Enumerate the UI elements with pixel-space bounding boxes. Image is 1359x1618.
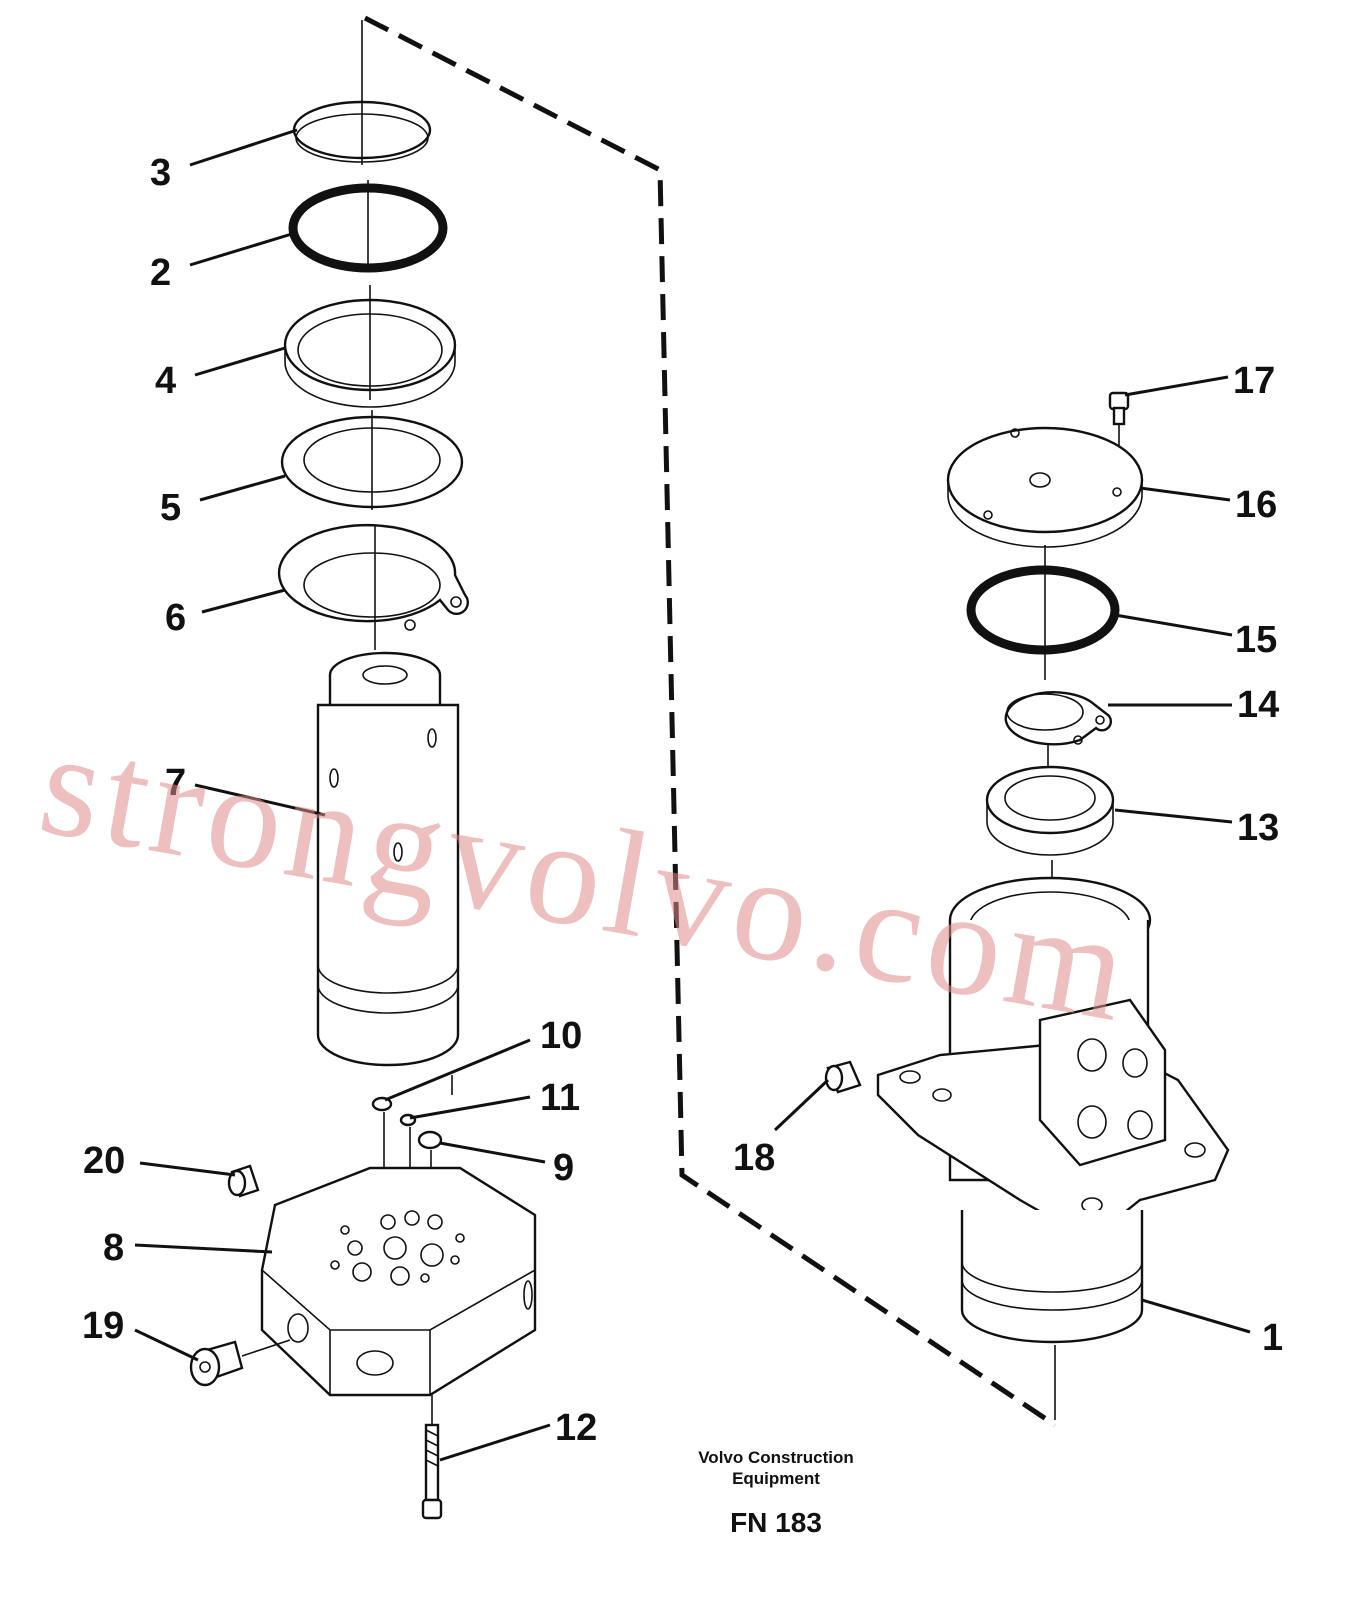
- callout-10: 10: [540, 1015, 582, 1057]
- callout-2: 2: [150, 252, 171, 294]
- valve-block-part-8: [260, 1166, 537, 1397]
- caption-brand-line2: Equipment: [732, 1469, 820, 1488]
- snap-ring-part-6: [277, 523, 470, 650]
- callout-20: 20: [83, 1140, 125, 1182]
- callout-3: 3: [150, 152, 171, 194]
- o-ring-part-15: [966, 545, 1120, 680]
- snap-ring-part-14: [1004, 691, 1113, 770]
- callout-labels: 3 2 4 5 6 7 10 11 9 20 8 19 12 17 16 15 …: [82, 152, 1283, 1449]
- callout-12: 12: [555, 1407, 597, 1449]
- callout-16: 16: [1235, 484, 1277, 526]
- housing-part-1: [876, 876, 1230, 1420]
- caption-brand-line1: Volvo Construction: [698, 1448, 854, 1467]
- seal-part-4: [283, 285, 457, 408]
- spindle-part-7: [316, 651, 460, 1095]
- callout-15: 15: [1235, 619, 1277, 661]
- callout-7: 7: [165, 762, 186, 804]
- callout-6: 6: [165, 597, 186, 639]
- callout-17: 17: [1233, 360, 1275, 402]
- watermark: strongvolvo.com: [29, 699, 1144, 1054]
- figure-caption: Volvo Construction Equipment FN 183: [698, 1448, 854, 1538]
- figure-number: FN 183: [730, 1507, 822, 1538]
- cover-plate-part-16: [946, 426, 1144, 548]
- callout-5: 5: [160, 487, 181, 529]
- callout-4: 4: [155, 360, 176, 402]
- ring-part-3: [292, 100, 432, 165]
- callout-18: 18: [733, 1137, 775, 1179]
- plug-part-20: [227, 1164, 260, 1198]
- leader-lines: [134, 128, 1251, 1462]
- screw-part-12: [421, 1395, 443, 1520]
- callout-14: 14: [1237, 684, 1279, 726]
- plug-part-18: [824, 1060, 862, 1094]
- callout-19: 19: [82, 1305, 124, 1347]
- callout-11: 11: [540, 1077, 580, 1119]
- callout-9: 9: [553, 1147, 574, 1189]
- callout-1: 1: [1262, 1317, 1283, 1359]
- plug-part-19: [189, 1339, 291, 1387]
- assembly-dashed-outline: [363, 15, 1057, 1428]
- flanged-ring-part-5: [280, 410, 464, 510]
- callout-8: 8: [103, 1227, 124, 1269]
- callout-13: 13: [1237, 807, 1279, 849]
- o-ring-part-2: [288, 180, 448, 273]
